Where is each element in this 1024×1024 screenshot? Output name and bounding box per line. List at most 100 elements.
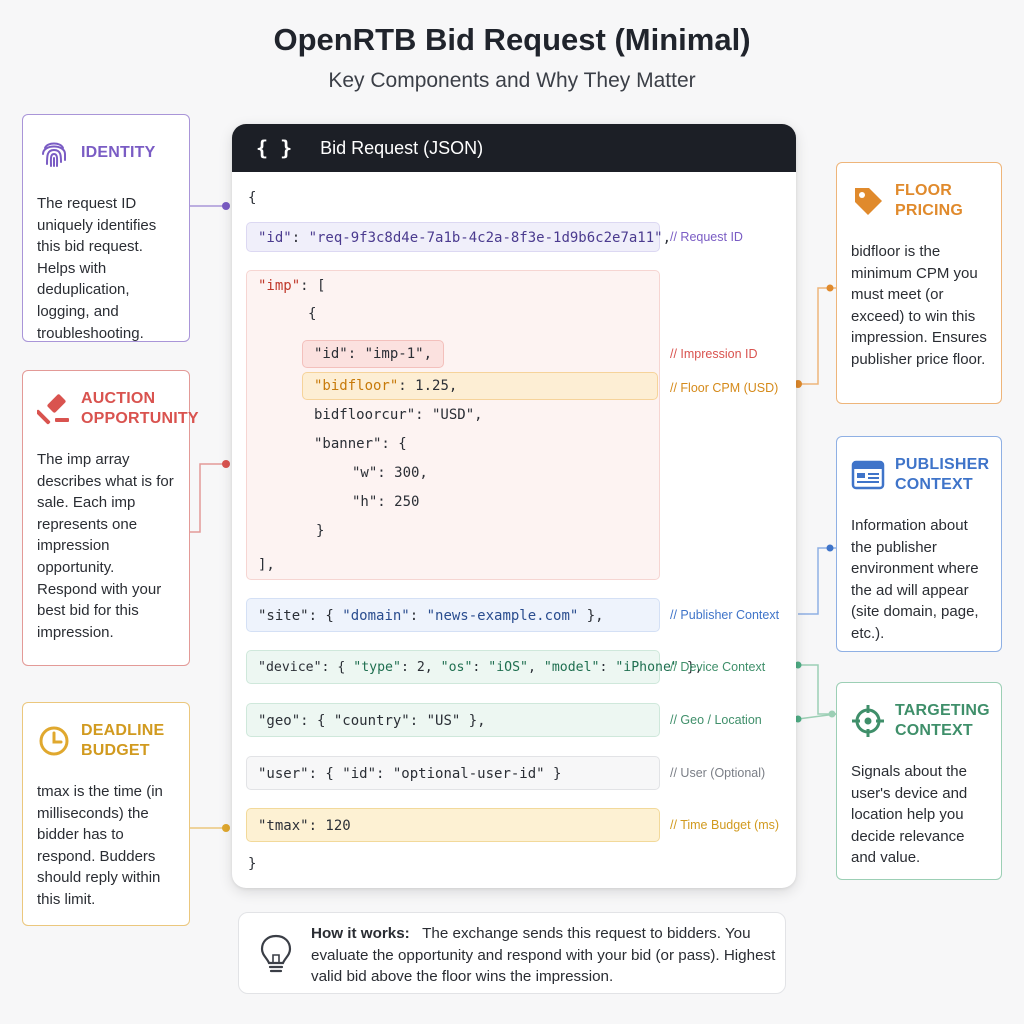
lightbulb-icon [260,934,292,973]
code-punct: , [528,660,544,675]
floor-pricing-description: bidfloor is the minimum CPM you must mee… [851,243,987,368]
code-key: "tmax" [258,818,309,834]
code-imp-close: ], [258,557,275,573]
code-punct: : [599,660,616,675]
clock-icon [39,726,69,756]
code-line-imp-id: "id": "imp-1", [314,344,432,364]
geo-highlight [246,703,660,737]
code-imp-open: { [308,306,317,322]
code-punct: : [409,608,427,624]
code-punct: : 2, [400,660,441,675]
code-punct: , [662,230,672,246]
code-punct: : [409,713,427,729]
code-key: "os" [440,660,473,675]
identity-description: The request ID uniquely identifies this … [37,195,157,342]
code-punct: : { [300,713,334,729]
price-tag-icon [855,188,882,215]
comment-publisher-context: // Publisher Context [670,608,780,622]
code-key: "bidfloor" [314,378,399,394]
gavel-icon [37,394,69,425]
publisher-context-description: Information about the publisher environm… [851,517,979,642]
code-punct: }, [460,713,486,729]
code-key: "country" [333,713,410,729]
code-punct: : [291,230,309,246]
code-banner-close: } [316,523,325,539]
page-title: OpenRTB Bid Request (Minimal) [273,22,751,57]
code-value: "req-9f3c8d4e-7a1b-4c2a-8f3e-1d9b6c2e7a1… [308,230,663,246]
imp-highlight [246,270,660,580]
bidfloor-highlight [302,372,658,400]
code-punct: }, [578,608,604,624]
code-punct: : [376,766,393,782]
code-key: "site" [258,608,309,624]
code-key: "model" [543,660,600,675]
code-key: "geo" [258,713,301,729]
comment-request-id: // Request ID [670,230,743,244]
code-punct: : [ [300,278,326,294]
publisher-context-card: PUBLISHER CONTEXT Information about the … [836,436,1002,652]
deadline-card: DEADLINE BUDGET tmax is the time (in mil… [22,702,190,926]
code-line-bidfloorcur: bidfloorcur": "USD", [314,407,483,423]
crosshair-icon [852,705,884,737]
code-line-imp: "imp": [ [258,276,325,296]
how-it-works-label: How it works: [311,925,410,942]
code-key: "imp" [258,278,301,294]
targeting-context-card: TARGETING CONTEXT Signals about the user… [836,682,1002,880]
code-key: "device" [258,660,322,675]
code-value: "iOS" [488,660,528,675]
code-value: "iPhone" [615,660,679,675]
code-line-bidfloor: "bidfloor": 1.25, [314,376,457,396]
code-punct: }, [678,660,703,675]
code-key: "domain" [342,608,410,624]
auction-description: The imp array describes what is for sale… [37,451,174,641]
code-key: "id" [314,346,348,362]
code-line-tmax: "tmax": 120 [258,816,351,836]
code-key: "type" [353,660,401,675]
code-punct: : { [308,766,343,782]
how-it-works-text: How it works: The exchange sends this re… [311,923,781,988]
id-highlight [246,222,660,252]
code-value: "optional-user-id" [392,766,545,782]
user-highlight [246,756,660,790]
comment-floor-cpm: // Floor CPM (USD) [670,381,779,395]
panel-title: Bid Request (JSON) [320,137,484,158]
code-punct: : { [321,660,354,675]
code-punct: : [472,660,489,675]
code-punct: : 1.25, [398,378,458,394]
targeting-context-title: TARGETING CONTEXT [895,702,990,739]
code-punct: : { [308,608,343,624]
code-line-w: "w": 300, [352,465,428,481]
how-it-works-box: How it works: The exchange sends this re… [238,912,786,994]
comment-geo-location: // Geo / Location [670,713,762,727]
comment-device-context: // Device Context [670,660,766,674]
device-highlight [246,650,660,684]
code-value: "news-example.com" [426,608,579,624]
panel-header: { } Bid Request (JSON) [232,124,796,172]
code-punct: : 120 [308,818,351,834]
how-it-works-body: The exchange sends this request to bidde… [311,925,776,985]
browser-window-icon [851,460,885,490]
comment-user-optional: // User (Optional) [670,766,766,780]
comment-time-budget: // Time Budget (ms) [670,818,780,832]
code-line-site: "site": { "domain": "news-example.com" }… [258,606,604,626]
site-highlight [246,598,660,632]
auction-title: AUCTION OPPORTUNITY [81,390,199,427]
deadline-title: DEADLINE BUDGET [81,722,165,759]
identity-title: IDENTITY [81,144,156,161]
code-open-brace: { [248,190,257,206]
code-line-h: "h": 250 [352,494,420,510]
code-key: "user" [258,766,309,782]
comment-impression-id: // Impression ID [670,347,758,361]
code-line-banner: "banner": { [314,436,407,452]
tmax-highlight [246,808,660,842]
code-value: "US" [426,713,461,729]
floor-pricing-title: FLOOR PRICING [895,182,964,219]
deadline-description: tmax is the time (in milliseconds) the b… [37,783,163,908]
code-line-user: "user": { "id": "optional-user-id" } [258,764,561,784]
auction-card: AUCTION OPPORTUNITY The imp array descri… [22,370,199,666]
code-key: "id" [342,766,377,782]
json-braces-icon: { } [256,136,293,160]
code-line-geo: "geo": { "country": "US" }, [258,711,486,731]
code-punct: } [544,766,562,782]
